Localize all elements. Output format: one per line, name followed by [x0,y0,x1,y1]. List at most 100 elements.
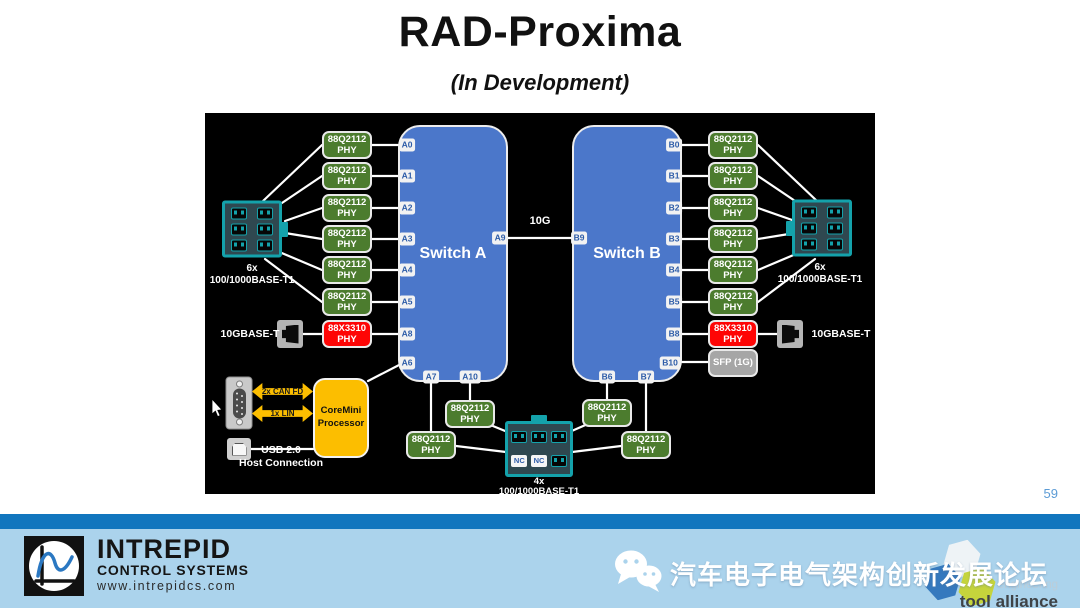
port-b4: B4 [666,263,682,277]
tool-alliance-logo: engineering tool alliance [925,535,1065,608]
intrepid-text-block: INTREPID CONTROL SYSTEMS www.intrepidcs.… [97,536,249,594]
phy-type: PHY [337,270,357,281]
port-a0: A0 [399,138,415,152]
nc-port: NC [511,454,528,467]
phy-part: 88Q2112 [327,290,367,302]
port-a8: A8 [399,327,415,341]
db9-pins [232,388,246,418]
phy-part: 88Q2112 [587,401,627,413]
port-b5: B5 [666,295,682,309]
phy-part: 88X3310 [713,322,753,334]
usb-label: USB 2.0 Host Connection [239,444,323,470]
db9-connector-icon [225,376,253,430]
port-b0: B0 [666,138,682,152]
company-website: www.intrepidcs.com [97,579,237,593]
phy-part: 88X3310 [327,322,367,334]
usb-line1: USB 2.0 [261,444,301,456]
connector-type: 100/1000BASE-T1 [498,486,580,497]
connector-port [550,431,567,444]
coremini-line1: CoreMini [320,405,362,417]
connector-notch [786,220,795,236]
intrepid-logo-icon [24,536,84,596]
connector-port [826,222,843,234]
phy-part: 88Q2112 [327,258,367,270]
phy-part: 88Q2112 [327,164,367,176]
bottom-4x-connector-icon: NC NC [505,415,573,477]
port-a5: A5 [399,295,415,309]
coremini-line2: Processor [317,418,365,429]
port-a9: A9 [492,231,508,245]
forum-title: 汽车电子电气架构创新发展论坛 [670,560,1049,590]
phy-part: 88Q2112 [411,433,451,445]
connector-port [256,207,273,219]
connector-type: 100/1000BASE-T1 [777,274,863,285]
alliance-line2: tool alliance [959,592,1058,608]
phy-type: PHY [597,413,617,424]
connector-port [231,239,248,251]
phy-type: PHY [723,239,743,250]
phy-type: PHY [723,176,743,187]
port-a3: A3 [399,232,415,246]
connector-port [256,239,273,251]
company-name: INTREPID [97,534,232,564]
alliance-line1: engineering [997,579,1058,591]
phy-type: PHY [460,414,480,425]
footer: INTREPID CONTROL SYSTEMS www.intrepidcs.… [0,514,1080,608]
phy-type: PHY [337,176,357,187]
company-division: CONTROL SYSTEMS [97,562,249,578]
port-a2: A2 [399,201,415,215]
port-a4: A4 [399,263,415,277]
connector-port [511,431,528,444]
connector-port [826,238,843,250]
phy-type: PHY [337,239,357,250]
connector-type: 100/1000BASE-T1 [209,275,295,286]
right-10gbaset-label: 10GBASE-T [811,328,871,340]
switch-b-label: Switch B [593,244,661,262]
usb-connector-icon [227,438,251,460]
db9-screw [235,380,243,388]
connector-port [231,223,248,235]
connector-tab [531,415,547,424]
left-connector-label: 6x 100/1000BASE-T1 [210,263,295,287]
can-fd-arrow: 2x CAN FD [252,383,313,400]
connector-count: 6x [814,262,826,273]
port-b1: B1 [666,169,682,183]
port-b9: B9 [571,231,587,245]
rj45-jack [782,325,799,344]
phy-type: PHY [421,445,441,456]
nc-port: NC [530,454,547,467]
page-number: 59 [1043,486,1058,501]
lin-label: 1x LIN [270,409,295,418]
phy-type: PHY [337,145,357,156]
connector-port [256,223,273,235]
port-a1: A1 [399,169,415,183]
phy-type: PHY [636,445,656,456]
slide-subtitle: (In Development) [450,70,630,95]
mouse-cursor-icon [211,397,223,418]
phy-part: 88Q2112 [626,433,666,445]
right-connector-label: 6x 100/1000BASE-T1 [778,262,863,286]
phy-part: 88Q2112 [713,227,753,239]
phy-type: PHY [723,208,743,219]
phy-type: PHY [723,145,743,156]
connector-notch [279,221,288,237]
port-b8: B8 [666,327,682,341]
usb-line2: Host Connection [239,457,323,469]
connector-port [550,454,567,467]
phy-part: 88Q2112 [713,290,753,302]
phy-part: 88Q2112 [450,402,490,414]
